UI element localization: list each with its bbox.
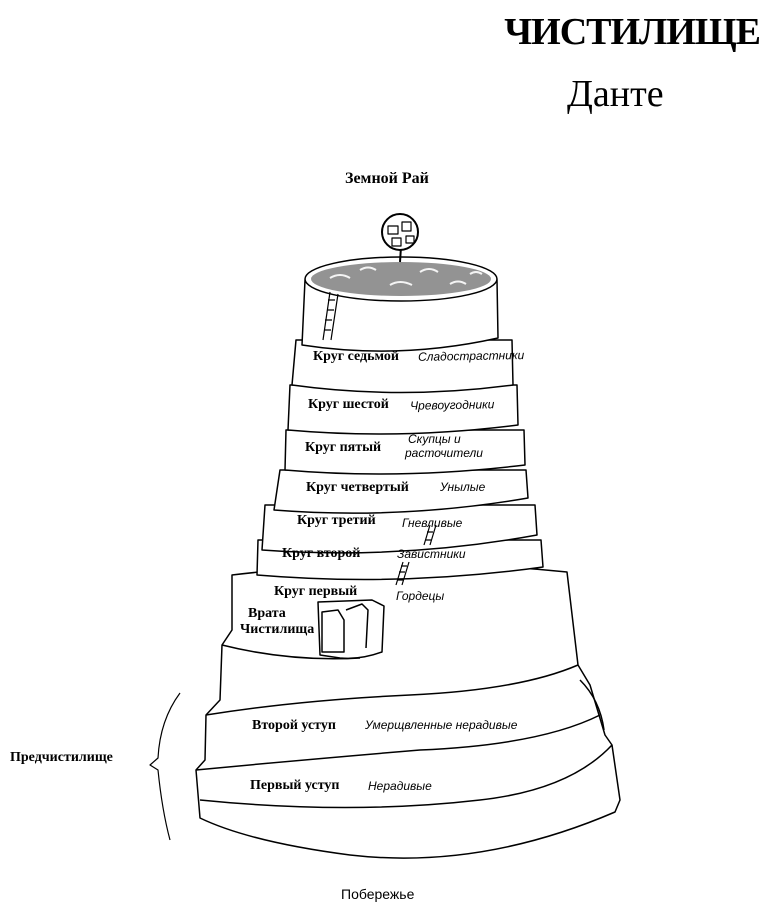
ante-purgatory-bracket — [149, 692, 181, 841]
terrace-5-label: Круг пятый — [305, 440, 382, 455]
gate-label-line-2: Чистилища — [240, 622, 315, 637]
page-title: ЧИСТИЛИЩЕ — [504, 11, 761, 53]
ledge-1-sinners: Нерадивые — [368, 779, 432, 793]
gate-label-line-1: Врата — [248, 606, 286, 621]
terrace-2-label: Круг второй — [282, 546, 361, 561]
terrace-7-label: Круг седьмой — [313, 349, 399, 364]
ledge-1-label: Первый уступ — [250, 778, 340, 793]
ladder-icon — [322, 291, 339, 341]
terrace-2 — [261, 504, 538, 554]
gate-door-icon — [321, 609, 345, 653]
terrace-2-sinners: Завистники — [397, 547, 466, 561]
ledge-2-label: Второй уступ — [252, 718, 336, 733]
shore-label: Побережье — [341, 886, 415, 902]
terrace-4-sinners: Унылые — [440, 480, 486, 494]
earthly-paradise-label: Земной Рай — [345, 170, 429, 187]
ledge-line — [195, 714, 601, 771]
terrace-6 — [291, 339, 514, 394]
terrace-7-sinners: Сладострастники — [417, 348, 525, 364]
terrace-4-label: Круг четвертый — [306, 480, 409, 495]
ladder-icon — [423, 524, 437, 546]
summit-vegetation — [311, 262, 491, 296]
ledge-line — [199, 744, 613, 809]
ledge-line — [579, 679, 605, 731]
ledge-2-sinners: Умерщвленные нерадивые — [365, 718, 518, 732]
terrace-4 — [284, 429, 526, 475]
terrace-6-sinners: Чревоугодники — [409, 397, 495, 413]
terrace-3-sinners: Гневливые — [402, 516, 463, 530]
page-subtitle: Данте — [567, 73, 664, 115]
terrace-6-label: Круг шестой — [308, 397, 389, 412]
terrace-1-sinners: Гордецы — [396, 589, 445, 603]
tree-crown — [381, 213, 419, 251]
ladder-icon — [395, 561, 410, 586]
terrace-1-label: Круг первый — [274, 584, 358, 599]
terrace-3 — [273, 469, 529, 514]
terrace-5-sinners-line-2: расточители — [405, 446, 483, 460]
terrace-5-sinners-line-1: Скупцы и — [408, 432, 461, 446]
ante-purgatory-label: Предчистилище — [10, 750, 113, 765]
ledge-line — [205, 664, 579, 716]
terrace-5 — [287, 384, 519, 435]
terrace-3-label: Круг третий — [297, 513, 376, 528]
